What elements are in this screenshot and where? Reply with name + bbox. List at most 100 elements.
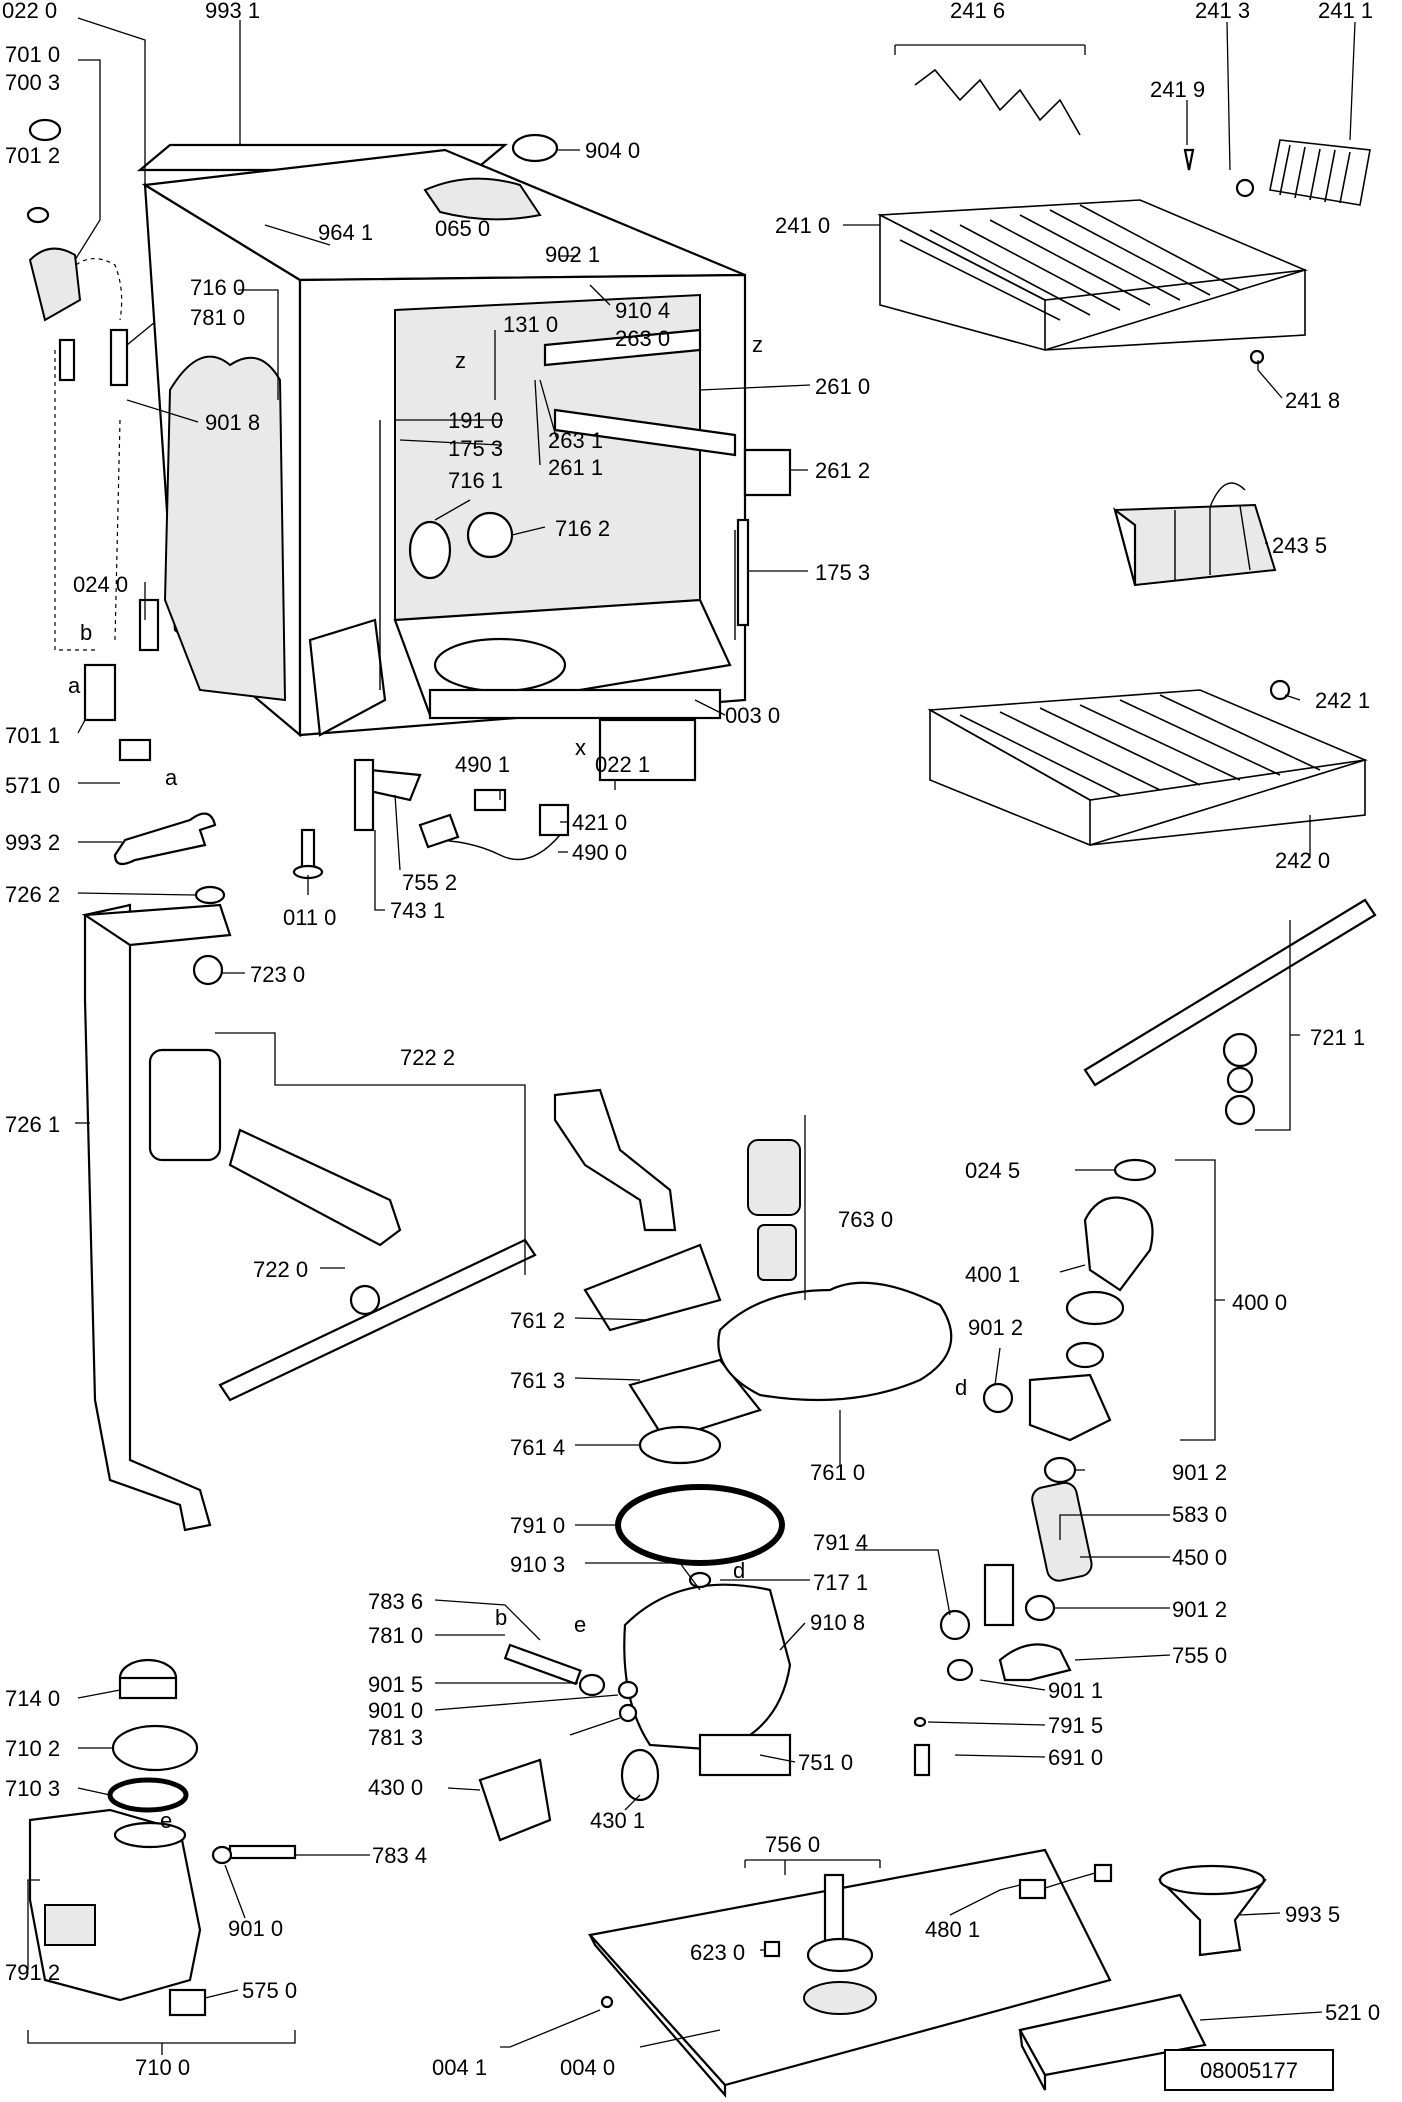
spray-arm-group — [81, 885, 1377, 1532]
connector-480-1 — [1018, 1878, 1047, 1900]
callout-761-4: 761 4 — [510, 1435, 565, 1460]
hinge-bracket — [308, 618, 387, 737]
valve-575-0 — [168, 1988, 207, 2017]
callout-004-0: 004 0 — [560, 2055, 615, 2080]
callout-243-5: 243 5 — [1272, 533, 1327, 558]
callout-901-5: 901 5 — [368, 1672, 423, 1697]
sensor-691-0 — [913, 1743, 931, 1777]
callout-701-0: 701 0 — [5, 42, 60, 67]
clamp-901-1 — [946, 1658, 974, 1682]
callout-710-2: 710 2 — [5, 1736, 60, 1761]
pump-housing-400-0 — [1028, 1373, 1112, 1442]
screw-004-1 — [600, 1995, 614, 2009]
nut-723-0 — [192, 954, 224, 986]
bracket-701-1 — [83, 663, 117, 722]
callout-261-1: 261 1 — [548, 455, 603, 480]
callout-901-1: 901 1 — [1048, 1678, 1103, 1703]
callout-902-1: 902 1 — [545, 242, 600, 267]
lower-rack-group — [927, 679, 1368, 847]
float-switch-623-0 — [763, 1940, 781, 1958]
callout-241-1: 241 1 — [1318, 0, 1373, 23]
callout-901-8: 901 8 — [205, 410, 260, 435]
base-plate-group — [587, 1848, 1267, 2098]
callout-623-0: 623 0 — [690, 1940, 745, 1965]
marker-x: x — [575, 735, 586, 760]
callout-400-1: 400 1 — [965, 1262, 1020, 1287]
callout-901-0b: 901 0 — [228, 1916, 283, 1941]
side-panel-024-0 — [138, 598, 160, 652]
connection-markers: b a a z z x d d e b e — [68, 332, 967, 1833]
callout-714-0: 714 0 — [5, 1686, 60, 1711]
callout-011-0: 011 0 — [283, 905, 336, 930]
callout-993-1: 993 1 — [205, 0, 260, 23]
callout-571-0: 571 0 — [5, 773, 60, 798]
callout-241-6: 241 6 — [950, 0, 1005, 23]
pipe-head-726-2 — [81, 903, 232, 947]
marker-z-2: z — [752, 332, 763, 357]
document-number-box: 08005177 — [1164, 2049, 1334, 2091]
callout-024-0: 024 0 — [73, 572, 128, 597]
callout-726-2: 726 2 — [5, 882, 60, 907]
tub-front-strip — [428, 688, 722, 720]
callout-791-4: 791 4 — [813, 1530, 868, 1555]
circulation-pump-group — [913, 1158, 1157, 1777]
callout-022-0: 022 0 — [2, 0, 57, 23]
callout-781-0b: 781 0 — [368, 1623, 423, 1648]
callout-901-2c: 901 2 — [1172, 1597, 1227, 1622]
callout-701-2: 701 2 — [5, 143, 60, 168]
spanner-993-2 — [113, 812, 217, 866]
callout-450-0: 450 0 — [1172, 1545, 1227, 1570]
clamp-901-2c — [1024, 1594, 1056, 1622]
washer-700-3 — [28, 118, 62, 142]
callout-004-1: 004 1 — [432, 2055, 487, 2080]
bracket-761-2 — [583, 1243, 722, 1332]
callout-783-4: 783 4 — [372, 1843, 427, 1868]
cutlery-basket-243-5 — [1113, 482, 1277, 587]
marker-e: e — [574, 1612, 586, 1637]
document-number: 08005177 — [1200, 2058, 1298, 2083]
callout-716-1: 716 1 — [448, 468, 503, 493]
callout-761-2: 761 2 — [510, 1308, 565, 1333]
water-pipe-726-1 — [83, 903, 212, 1532]
callout-791-0: 791 0 — [510, 1513, 565, 1538]
callout-761-0: 761 0 — [810, 1460, 865, 1485]
hose-583-0 — [983, 1563, 1015, 1627]
sump-751-0 — [623, 1583, 792, 1752]
callout-723-0: 723 0 — [250, 962, 305, 987]
callout-024-5: 024 5 — [965, 1158, 1020, 1183]
cap-904-0 — [511, 133, 559, 163]
callout-241-3: 241 3 — [1195, 0, 1250, 23]
marker-d: d — [955, 1375, 967, 1400]
sump-opening — [433, 637, 567, 693]
seal-400-0 — [1065, 1341, 1105, 1369]
marker-b-2: b — [495, 1605, 507, 1630]
callout-242-0: 242 0 — [1275, 848, 1330, 873]
callout-022-1: 022 1 — [595, 752, 650, 777]
gasket-761-4 — [638, 1425, 722, 1465]
inlet-valve-701-0 — [28, 247, 82, 322]
callout-003-0: 003 0 — [725, 703, 780, 728]
leader-lines — [27, 17, 1356, 2055]
base-frame-022-1 — [598, 718, 697, 782]
impeller-400-0 — [1065, 1290, 1125, 1326]
ring-710-3 — [107, 1777, 189, 1813]
callout-964-1: 964 1 — [318, 220, 373, 245]
callout-743-1: 743 1 — [390, 898, 445, 923]
callout-263-1: 263 1 — [548, 428, 603, 453]
upper-rack-group — [877, 68, 1371, 365]
arm-nut-722-0 — [349, 1284, 381, 1316]
seal-strip-175-3 — [736, 518, 750, 627]
callout-191-0: 191 0 — [448, 408, 503, 433]
clamp-901-2b — [1043, 1456, 1077, 1484]
bracket-761-3 — [628, 1358, 762, 1442]
hose-783-4 — [228, 1844, 297, 1860]
filter-sump-group — [478, 1088, 953, 1842]
callout-430-0: 430 0 — [368, 1775, 423, 1800]
seal-ring-791-0 — [615, 1484, 785, 1566]
leveling-foot — [300, 828, 316, 872]
duct-761-2 — [553, 1088, 677, 1232]
callout-261-0: 261 0 — [815, 374, 870, 399]
callout-175-3b: 175 3 — [815, 560, 870, 585]
callout-722-2: 722 2 — [400, 1045, 455, 1070]
